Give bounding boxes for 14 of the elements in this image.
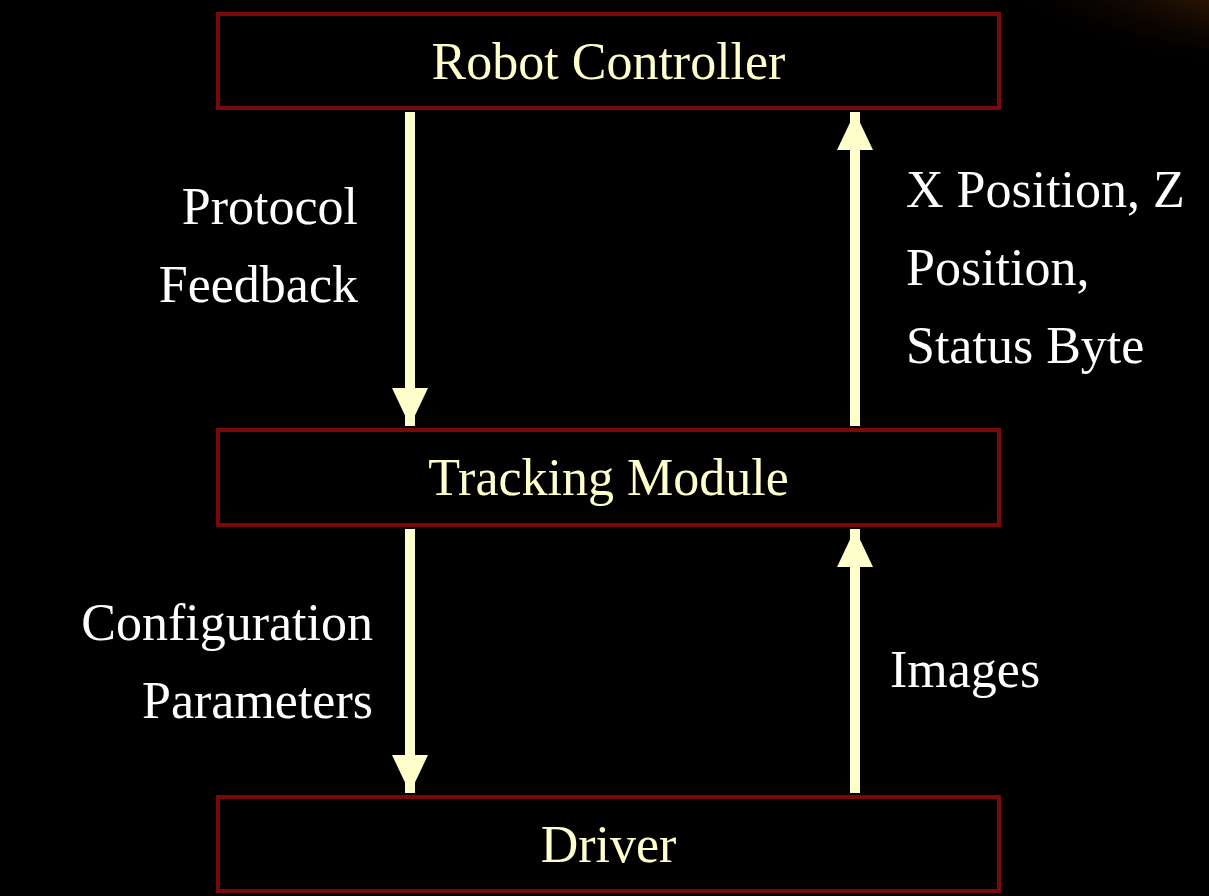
edge-label: Protocol Feedback <box>157 177 358 315</box>
edge-label: Configuration Parameters <box>80 593 373 731</box>
arrow <box>392 529 428 793</box>
edge-label: Images <box>890 640 1042 700</box>
process-box <box>216 428 1001 527</box>
process-box <box>216 795 1001 893</box>
arrow <box>837 112 873 426</box>
box-label: Tracking Module <box>428 448 789 507</box>
box-label: Robot Controller <box>431 31 786 91</box>
arrow <box>837 529 873 793</box>
edge-label: X Position, Z Position, Status Byte <box>906 160 1186 376</box>
process-box <box>216 12 1001 110</box>
box-label: Driver <box>540 814 677 874</box>
arrow <box>392 112 428 426</box>
